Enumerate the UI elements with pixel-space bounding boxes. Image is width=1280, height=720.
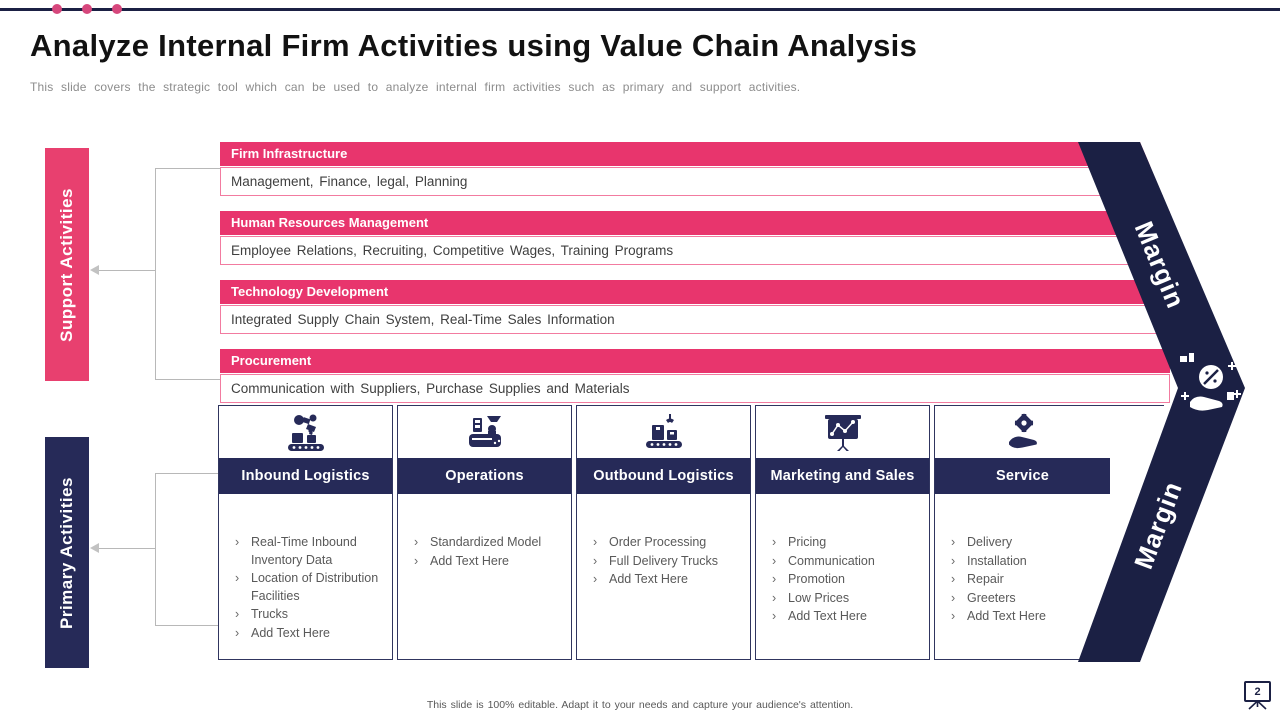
primary-arrowhead-icon: [90, 543, 99, 553]
list-item: ›Delivery: [951, 535, 1013, 549]
support-row-title: Procurement: [220, 349, 1170, 373]
assembly-machine-icon: [398, 406, 571, 458]
page-number-badge: 2: [1244, 681, 1271, 702]
support-arrow-line: [98, 270, 155, 271]
footer-note: This slide is 100% editable. Adapt it to…: [426, 699, 854, 711]
decor-dot: [82, 4, 92, 14]
column-bullet-list: ›Real-Time Inbound Inventory Data ›Locat…: [219, 494, 392, 643]
support-bracket: [155, 168, 220, 380]
support-row-title: Firm Infrastructure: [220, 142, 1170, 166]
list-item: ›Promotion: [772, 572, 845, 586]
primary-arrow-line: [98, 548, 155, 549]
list-item: ›Order Processing: [593, 535, 707, 549]
list-item: ›Communication: [772, 553, 875, 568]
top-divider-line: [0, 8, 1280, 11]
decor-dot: [52, 4, 62, 14]
marketing-board-icon: [756, 406, 929, 458]
column-outbound-logistics: Outbound Logistics ›Order Processing ›Fu…: [576, 405, 751, 660]
chevron-white-mask: [1140, 142, 1280, 662]
page-subtitle: This slide covers the strategic tool whi…: [30, 80, 801, 94]
list-item: ›Standardized Model: [414, 535, 542, 549]
column-title: Inbound Logistics: [219, 458, 392, 494]
list-item: ›Add Text Here: [772, 609, 867, 623]
hand-gear-icon: [935, 406, 1110, 458]
robot-arm-conveyor-icon: [219, 406, 392, 458]
support-row-desc: Employee Relations, Recruiting, Competit…: [220, 236, 1170, 265]
list-item: ›Real-Time Inbound Inventory Data: [235, 535, 357, 567]
column-title: Service: [935, 458, 1110, 494]
support-activities-label: Support Activities: [45, 148, 89, 381]
list-item: ›Greeters: [951, 590, 1016, 605]
list-item: ›Installation: [951, 553, 1027, 568]
primary-activities-label: Primary Activities: [45, 437, 89, 668]
margin-chevron: Margin Margin: [1050, 128, 1280, 690]
column-bullet-list: ›Order Processing ›Full Delivery Trucks …: [577, 494, 750, 590]
list-item: ›Trucks: [235, 607, 289, 621]
support-row-desc: Communication with Suppliers, Purchase S…: [220, 374, 1170, 403]
list-item: ›Full Delivery Trucks: [593, 553, 719, 568]
list-item: ›Pricing: [772, 535, 827, 549]
list-item: ›Add Text Here: [951, 609, 1046, 623]
column-bullet-list: ›Standardized Model ›Add Text Here: [398, 494, 571, 571]
list-item: ›Add Text Here: [593, 572, 688, 586]
support-row-title: Human Resources Management: [220, 211, 1170, 235]
hand-coin-percent-icon: [1180, 353, 1241, 411]
column-title: Marketing and Sales: [756, 458, 929, 494]
column-inbound-logistics: Inbound Logistics ›Real-Time Inbound Inv…: [218, 405, 393, 660]
support-row-desc: Integrated Supply Chain System, Real-Tim…: [220, 305, 1170, 334]
page-badge-stand-icon: [1244, 701, 1271, 711]
list-item: ›Low Prices: [772, 590, 850, 605]
list-item: ›Repair: [951, 572, 1004, 586]
support-arrowhead-icon: [90, 265, 99, 275]
decor-dot: [112, 4, 122, 14]
support-row-desc: Management, Finance, legal, Planning: [220, 167, 1170, 196]
list-item: ›Add Text Here: [235, 625, 330, 640]
list-item: ›Add Text Here: [414, 553, 509, 568]
column-title: Operations: [398, 458, 571, 494]
column-title: Outbound Logistics: [577, 458, 750, 494]
support-row-title: Technology Development: [220, 280, 1170, 304]
conveyor-boxes-claw-icon: [577, 406, 750, 458]
list-item: ›Location of Distribution Facilities: [235, 571, 379, 603]
column-marketing-and-sales: Marketing and Sales ›Pricing ›Communicat…: [755, 405, 930, 660]
column-bullet-list: ›Pricing ›Communication ›Promotion ›Low …: [756, 494, 929, 627]
column-operations: Operations ›Standardized Model ›Add Text…: [397, 405, 572, 660]
page-title: Analyze Internal Firm Activities using V…: [30, 28, 918, 63]
column-bullet-list: ›Delivery ›Installation ›Repair ›Greeter…: [935, 494, 1109, 627]
primary-bracket: [155, 473, 220, 626]
